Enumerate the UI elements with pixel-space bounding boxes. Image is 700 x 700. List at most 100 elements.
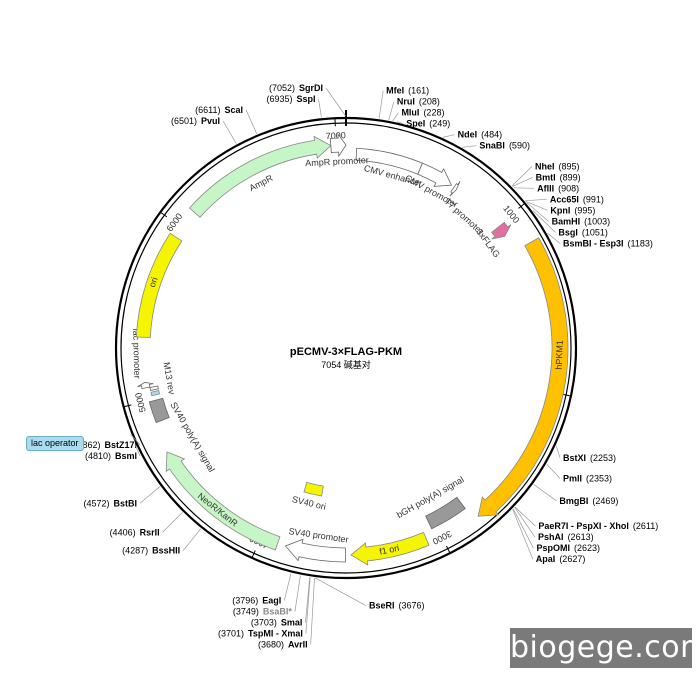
feature-m13-rev [149,385,159,391]
site-label: Acc65I(991) [550,194,604,204]
site-name: ApaI [536,554,556,564]
tick-label: 3000 [431,529,453,547]
site-position: (4862) [74,440,100,450]
site-bsmbi-esp3i: BsmBI - Esp3I(1183) [547,233,653,248]
site-bstbi: (4572)BstBI [83,486,161,508]
site-name: PaeR7I - PspXI - XhoI [538,521,629,531]
site-name: Acc65I [550,194,579,204]
site-bmti: BmtI (899) [512,172,581,187]
feature-bgh-poly-a-signal [425,496,466,530]
site-name: ScaI [225,105,244,115]
site-position: (995) [574,205,595,215]
site-position: (1051) [582,227,608,237]
site-position: (895) [559,161,580,171]
backbone-ring [114,110,578,580]
site-position: (899) [560,172,581,182]
site-position: (1183) [628,238,653,248]
site-name: SnaBI [479,141,505,151]
site-label: PspOMI(2623) [536,543,600,553]
site-name: EagI [262,596,281,606]
site-leader-line [315,577,367,607]
site-bsmi: (4810)BsmI [85,444,141,461]
site-leader-line [525,200,548,211]
site-name: SgrDI [299,83,323,93]
tick-mark [251,550,256,558]
site-name: BmtI [536,172,556,182]
site-position: (4810) [85,451,111,461]
site-leader-line [162,512,183,533]
site-position: (484) [481,130,502,140]
site-label: NdeI(484) [458,130,503,140]
site-position: (3676) [399,601,425,611]
site-position: (6501) [171,116,197,126]
feature-hpkm1 [477,237,569,517]
site-label: BsmBI - Esp3I(1183) [563,238,653,248]
site-label: BstXI(2253) [563,453,616,463]
site-name: MfeI [386,86,404,96]
plasmid-name: pECMV-3×FLAG-PKM [290,346,402,358]
site-label: PshAI (2613) [538,532,594,542]
feature-label-f1-ori: f1 ori [378,543,400,557]
site-position: (6935) [266,94,292,104]
tick-mark [518,203,525,209]
site-position: (4287) [122,546,148,556]
site-leader-line [546,464,561,479]
site-label: (6935) SspI [266,94,315,104]
feature-f1-ori [350,531,430,566]
site-sgrdi: (7052)SgrDI [269,83,346,117]
site-name: SmaI [281,618,303,628]
tick-mark [562,393,571,397]
site-position: (2613) [568,532,594,542]
site-leader-line [283,573,292,601]
site-name: AvrII [288,640,308,650]
feature-label-hpkm1: hPKM1 [554,340,565,370]
site-label: (4810)BsmI [85,451,137,461]
site-label: (6501)PvuI [171,116,220,126]
site-position: (3701) [218,629,244,639]
site-label: NheI(895) [535,161,580,171]
site-position: (3796) [232,596,258,606]
site-label: PaeR7I - PspXI - XhoI (2611) [538,521,658,531]
site-smai: (3703)SmaI [251,577,311,628]
site-name: RsrII [140,527,160,537]
site-leader-line [139,486,161,504]
site-eagi: (3796) EagI [232,573,292,606]
site-position: (249) [429,119,450,129]
site-leader-line [512,508,534,549]
site-leader-line [511,166,533,187]
site-label: NruI(208) [397,97,440,107]
site-leader-line [533,484,557,502]
site-name: PshAI [538,532,564,542]
site-leader-line [245,109,258,134]
site-leader-line [305,577,311,634]
site-leader-line [532,210,556,233]
site-position: (2469) [592,496,618,506]
site-leader-line [378,90,384,119]
site-name: MluI [401,108,419,118]
site-name: SspI [296,94,315,104]
site-label: (3703)SmaI [251,618,303,628]
site-name: BstBI [113,498,137,508]
tick-mark [160,212,168,218]
site-pmli: PmlI(2353) [546,464,612,483]
site-position: (1003) [584,216,610,226]
site-position: (161) [408,86,429,96]
site-name: BamHI [552,216,581,226]
site-label: BsgI(1051) [558,227,608,237]
site-leader-line [547,233,561,244]
site-position: (2353) [586,473,612,483]
feature-3xflag [491,221,512,240]
feature-label-ori: ori [147,276,160,289]
feature-neor-kanr [165,451,281,551]
feature-lac-operator [150,390,161,397]
site-pvui: (6501)PvuI [171,116,237,144]
site-position: (2627) [559,554,585,564]
site-position: (2611) [633,521,658,531]
site-bstxi: BstXI(2253) [555,445,616,463]
site-label: AflII(908) [537,183,579,193]
site-leader-line [514,507,536,538]
feature-sv40-ori [303,481,324,497]
site-paer7i-pspxi-xhoi: PaeR7I - PspXI - XhoI (2611) [514,506,658,531]
site-rsrii: (4406)RsrII [110,512,183,537]
